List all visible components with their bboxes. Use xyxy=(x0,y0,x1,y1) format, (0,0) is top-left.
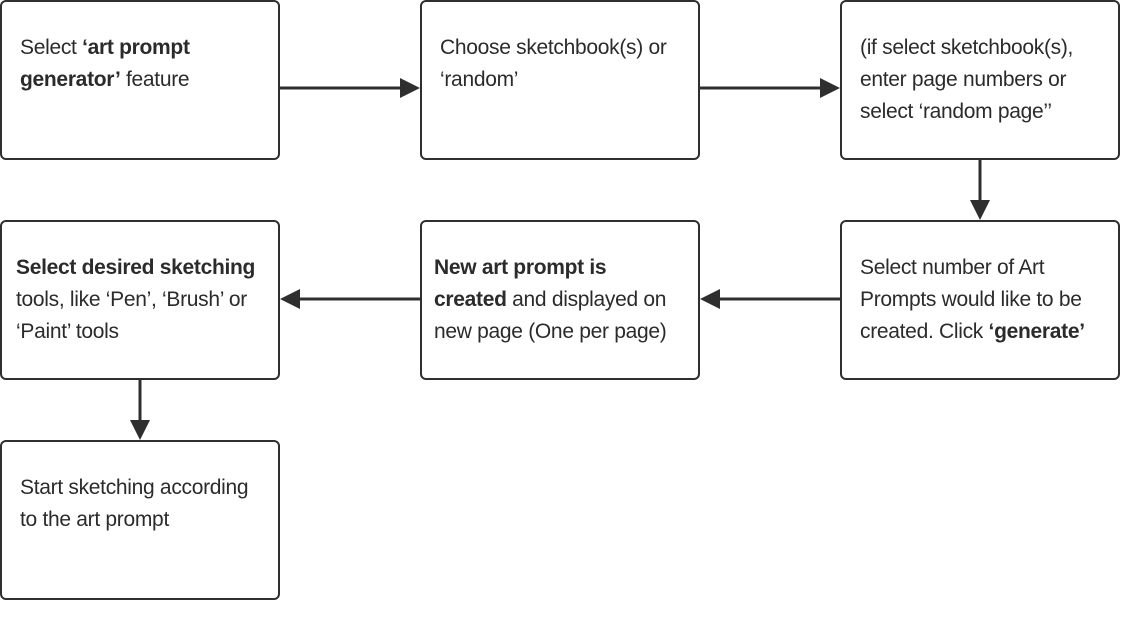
step-5-box: New art prompt is created and displayed … xyxy=(420,220,700,380)
step-3-box: (if select sketchbook(s), enter page num… xyxy=(840,0,1120,160)
arrowhead-step-6 xyxy=(280,289,300,309)
step-text: Select number of Art Prompts would like … xyxy=(860,256,1082,343)
step-1-box: Select ‘art prompt generator’ feature xyxy=(0,0,280,160)
arrowhead-step-3 xyxy=(820,78,840,98)
arrowhead-step-7 xyxy=(130,420,150,440)
step-text-bold: ‘art prompt generator’ xyxy=(20,36,190,91)
step-text: (if select sketchbook(s), enter page num… xyxy=(860,36,1074,123)
step-text: and displayed on new page (One per page) xyxy=(434,288,667,343)
step-6-box: Select desired sketching tools, like ‘Pe… xyxy=(0,220,280,380)
step-text: Select xyxy=(20,36,83,59)
arrowhead-step-4 xyxy=(970,200,990,220)
step-text-bold: New art prompt is created xyxy=(434,256,607,311)
step-4-box: Select number of Art Prompts would like … xyxy=(840,220,1120,380)
arrowhead-step-5 xyxy=(700,289,720,309)
arrowhead-step-2 xyxy=(400,78,420,98)
step-text: feature xyxy=(120,68,190,91)
step-text: Start sketching according to the art pro… xyxy=(20,476,249,531)
step-2-box: Choose sketchbook(s) or ‘random’ xyxy=(420,0,700,160)
step-text: Choose sketchbook(s) or ‘random’ xyxy=(440,36,667,91)
step-text: tools, like ‘Pen’, ‘Brush’ or ‘Paint’ to… xyxy=(16,288,247,343)
step-text-bold: ‘generate’ xyxy=(988,320,1086,343)
step-text-bold: Select desired sketching xyxy=(16,256,256,279)
step-7-box: Start sketching according to the art pro… xyxy=(0,440,280,600)
